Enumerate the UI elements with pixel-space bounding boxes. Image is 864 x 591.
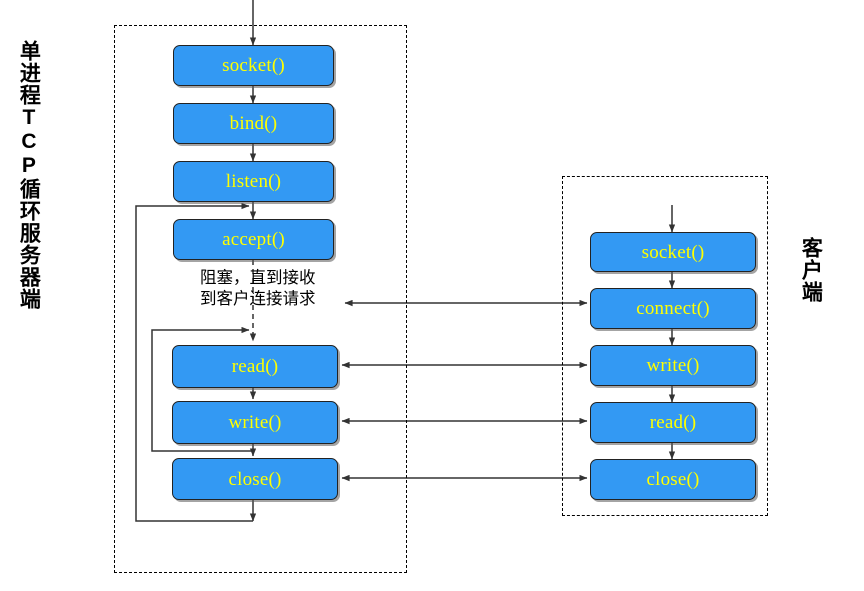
node-server-write[interactable]: write() [172,401,338,444]
client-group-frame [562,176,768,516]
node-server-read[interactable]: read() [172,345,338,388]
loop-outer-path [135,202,253,522]
loop-inner-path [151,326,253,452]
node-client-read[interactable]: read() [590,402,756,443]
node-server-bind[interactable]: bind() [173,103,334,144]
node-client-write[interactable]: write() [590,345,756,386]
node-server-listen[interactable]: listen() [173,161,334,202]
node-client-socket[interactable]: socket() [590,232,756,272]
node-server-accept[interactable]: accept() [173,219,334,260]
accept-blocking-note: 阻塞，直到接收 到客户连接请求 [200,269,316,309]
node-server-socket[interactable]: socket() [173,45,334,86]
client-side-label: 客户端 [799,237,823,303]
server-side-label: 单进程TCP循环服务器端 [17,40,41,310]
node-client-close[interactable]: close() [590,459,756,500]
server-group-frame [114,25,407,573]
node-client-connect[interactable]: connect() [590,288,756,329]
node-server-close[interactable]: close() [172,458,338,500]
